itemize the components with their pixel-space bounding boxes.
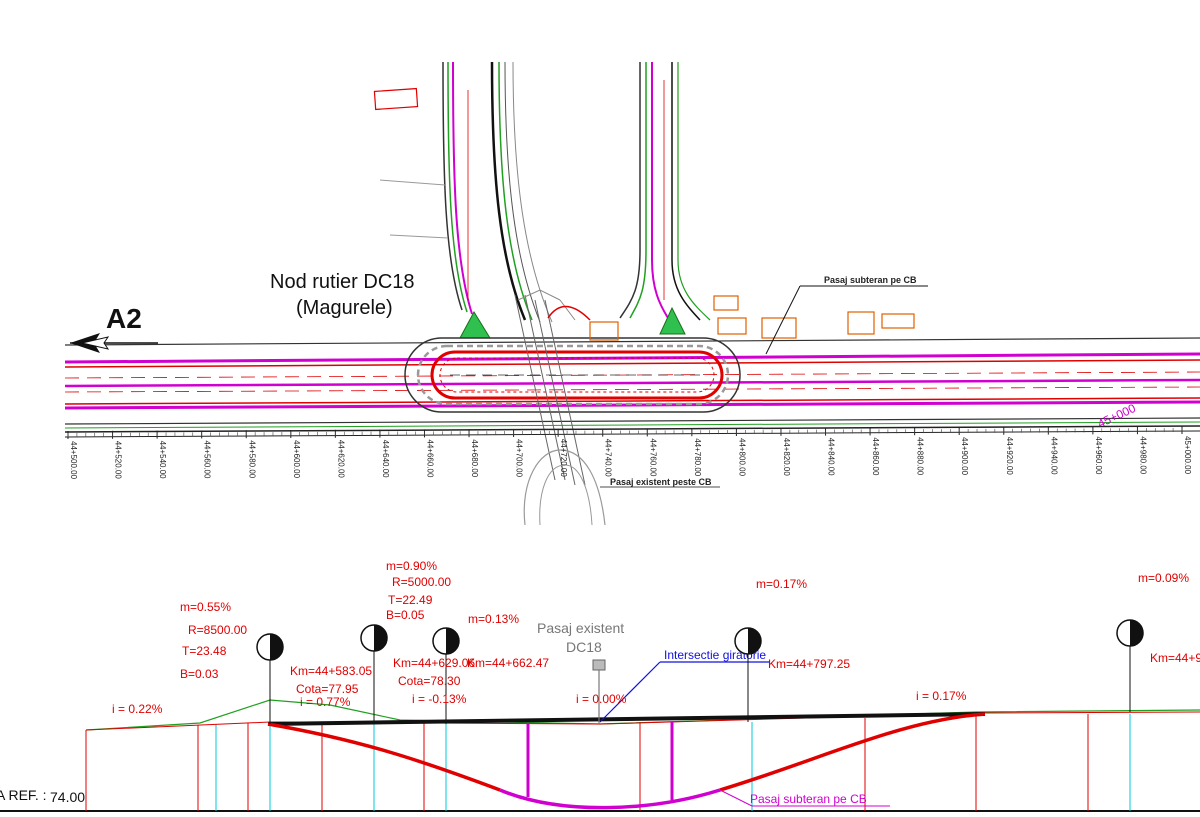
grade-3: i = -0.13% (412, 692, 467, 706)
point-1-km: Km=44+583.05 (290, 664, 372, 678)
underpass-curve-right (719, 712, 986, 792)
station-label: 44+900.00 (960, 437, 969, 476)
station-label: 44+600.00 (292, 440, 301, 479)
station-label: 44+620.00 (336, 440, 345, 479)
junction-subtitle: (Magurele) (296, 297, 393, 319)
road-deck (267, 712, 986, 726)
underpass-plan-label: Pasaj subteran pe CB (824, 275, 917, 285)
point-4-km: Km=44+797.25 (768, 657, 850, 671)
station-labels: 44+500.00 44+520.00 44+540.00 44+560.00 44+5… (67, 426, 1192, 480)
direction-label: A2 (106, 303, 142, 334)
station-label: 44+880.00 (916, 437, 925, 476)
curve-1-t: T=23.48 (182, 644, 227, 658)
curve-2-t: T=22.49 (388, 593, 433, 607)
curve-2-b: B=0.05 (386, 608, 425, 622)
station-label: 44+580.00 (247, 440, 256, 479)
grade-5: i = 0.17% (916, 689, 967, 703)
existing-bridge-label: Pasaj existent (537, 620, 624, 636)
curve-1-b: B=0.03 (180, 667, 219, 681)
station-label: 44+680.00 (470, 439, 479, 478)
curve-1-r: R=8500.00 (188, 623, 247, 637)
curve-5-m: m=0.09% (1138, 571, 1189, 585)
curve-2-r: R=5000.00 (392, 575, 451, 589)
existing-overpass-label: Pasaj existent peste CB (610, 477, 712, 487)
station-label: 44+920.00 (1005, 437, 1014, 476)
traffic-island-left (459, 310, 491, 339)
curve-3-m: m=0.13% (468, 612, 519, 626)
station-label: 44+760.00 (648, 438, 657, 477)
point-1-cota: Cota=77.95 (296, 682, 359, 696)
station-label: 44+720.00 (559, 439, 568, 478)
direction-arrow (70, 333, 158, 353)
existing-bridge-sublabel: DC18 (566, 639, 602, 655)
station-label: 44+520.00 (114, 441, 123, 480)
station-label: 44+560.00 (203, 440, 212, 479)
station-label: 44+700.00 (515, 439, 524, 478)
profile-verticals (85, 714, 1131, 811)
buildings (373, 87, 915, 341)
station-label: 44+540.00 (158, 441, 167, 480)
dc18-left-branch (379, 61, 553, 323)
grade-1: i = 0.22% (112, 702, 163, 716)
grade-4: i = 0.00% (576, 692, 627, 706)
station-axis (64, 425, 1200, 438)
point-2-km: Km=44+629.06 (393, 656, 475, 670)
traffic-island-right (659, 306, 686, 335)
station-label: 44+840.00 (827, 438, 836, 477)
underpass-bottom (499, 788, 721, 810)
curve-1-m: m=0.55% (180, 600, 231, 614)
existing-bridge-marker (592, 659, 606, 671)
point-2-cota: Cota=78.30 (398, 674, 461, 688)
station-label: 45+000.00 (1183, 436, 1192, 475)
station-label: 44+780.00 (693, 438, 702, 477)
grade-2: i = 0.77% (300, 695, 351, 709)
station-label: 44+860.00 (871, 437, 880, 476)
station-label: 44+800.00 (737, 438, 746, 477)
station-label: 44+960.00 (1094, 436, 1103, 475)
underpass-profile-label: Pasaj subteran pe CB (750, 792, 867, 806)
highway-a2 (64, 337, 1200, 429)
point-5-km: Km=44+9 (1150, 651, 1200, 665)
dc18-right-branch (619, 62, 711, 321)
profile-view: Pasaj existent DC18 Intersectie giratori… (0, 559, 1200, 812)
station-label: 44+660.00 (425, 439, 434, 478)
plan-view: 44+500.00 44+520.00 44+540.00 44+560.00 44+5… (64, 61, 1200, 526)
station-label: 44+500.00 (69, 441, 78, 480)
design-grade-line (85, 711, 1200, 731)
curve-2-m: m=0.90% (386, 559, 437, 573)
underpass-curve (267, 722, 501, 792)
existing-ground-line (85, 699, 1200, 731)
junction-title: Nod rutier DC18 (270, 271, 415, 293)
station-label: 44+740.00 (604, 439, 613, 478)
station-label: 44+980.00 (1138, 436, 1147, 475)
reference-label: A REF. : (0, 787, 47, 803)
station-label: 44+820.00 (782, 438, 791, 477)
curve-4-m: m=0.17% (756, 577, 807, 591)
curve-markers (256, 619, 1144, 724)
reference-value: 74.00 (50, 789, 85, 805)
existing-overpass (514, 289, 606, 526)
point-3-km: Km=44+662.47 (467, 656, 549, 670)
station-label: 44+640.00 (381, 440, 390, 479)
station-label: 44+940.00 (1049, 437, 1058, 476)
roundabout (404, 337, 741, 413)
